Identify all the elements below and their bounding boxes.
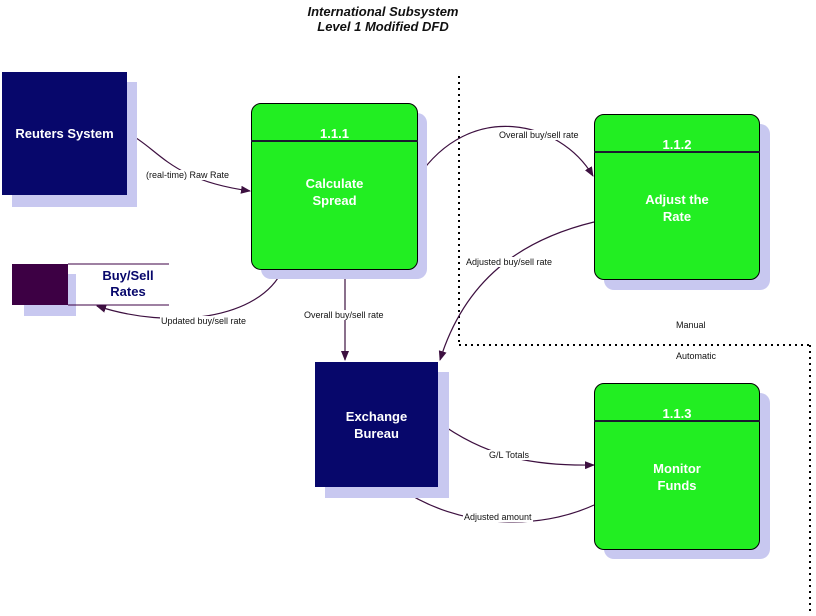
process-divider [594,151,760,153]
flow-overall-top-line [417,125,594,178]
zone-label-manual: Manual [676,320,706,330]
process-name-line-2: Funds [657,478,697,493]
process-id: 1.1.1 [320,126,349,141]
process-divider [594,420,760,422]
process-id: 1.1.3 [662,406,692,421]
flow-label-adjusted-amount: Adjusted amount [463,512,533,522]
process-name: Calculate Spread [252,175,417,209]
diagram-title: International Subsystem Level 1 Modified… [230,4,536,34]
process-calculate-spread[interactable]: 1.1.1 Calculate Spread [251,103,418,270]
entity-reuters-system[interactable]: Reuters System [2,72,127,195]
title-line-1: International Subsystem [307,4,459,19]
zone-label-automatic: Automatic [676,351,717,361]
data-store-id-block [12,264,68,305]
process-name-line-1: Monitor [653,461,701,476]
process-name: Monitor Funds [595,460,759,494]
data-store-label-line-2: Rates [110,284,146,299]
flow-label-updated-rate: Updated buy/sell rate [160,316,248,326]
flow-adjusted-rate-line [438,221,595,361]
process-id: 1.1.2 [662,137,692,152]
entity-exchange-bureau[interactable]: Exchange Bureau [315,362,438,487]
flow-raw-rate-line [127,132,251,194]
flow-label-gl-totals: G/L Totals [488,450,531,460]
process-name: Adjust the Rate [595,191,759,225]
entity-reuters-label: Reuters System [15,126,114,141]
process-monitor-funds[interactable]: 1.1.3 Monitor Funds [594,383,760,550]
flow-label-overall-down: Overall buy/sell rate [303,310,385,320]
process-name-line-1: Calculate [305,176,364,191]
flow-updated-rate-line [96,268,284,320]
process-name-line-1: Adjust the [645,192,709,207]
title-line-2: Level 1 Modified DFD [317,19,449,34]
process-divider [251,140,418,142]
process-name-line-2: Rate [662,209,692,224]
flow-label-overall-top: Overall buy/sell rate [498,130,580,140]
flow-label-raw-rate: (real-time) Raw Rate [145,170,231,180]
process-name-line-2: Spread [312,193,357,208]
flow-label-adjusted-rate: Adjusted buy/sell rate [465,257,554,267]
data-store-buy-sell-rates[interactable]: Buy/Sell Rates [90,268,166,300]
entity-exchange-label: Exchange Bureau [345,408,408,441]
data-store-label-line-1: Buy/Sell [102,268,154,283]
process-adjust-the-rate[interactable]: 1.1.2 Adjust the Rate [594,114,760,280]
